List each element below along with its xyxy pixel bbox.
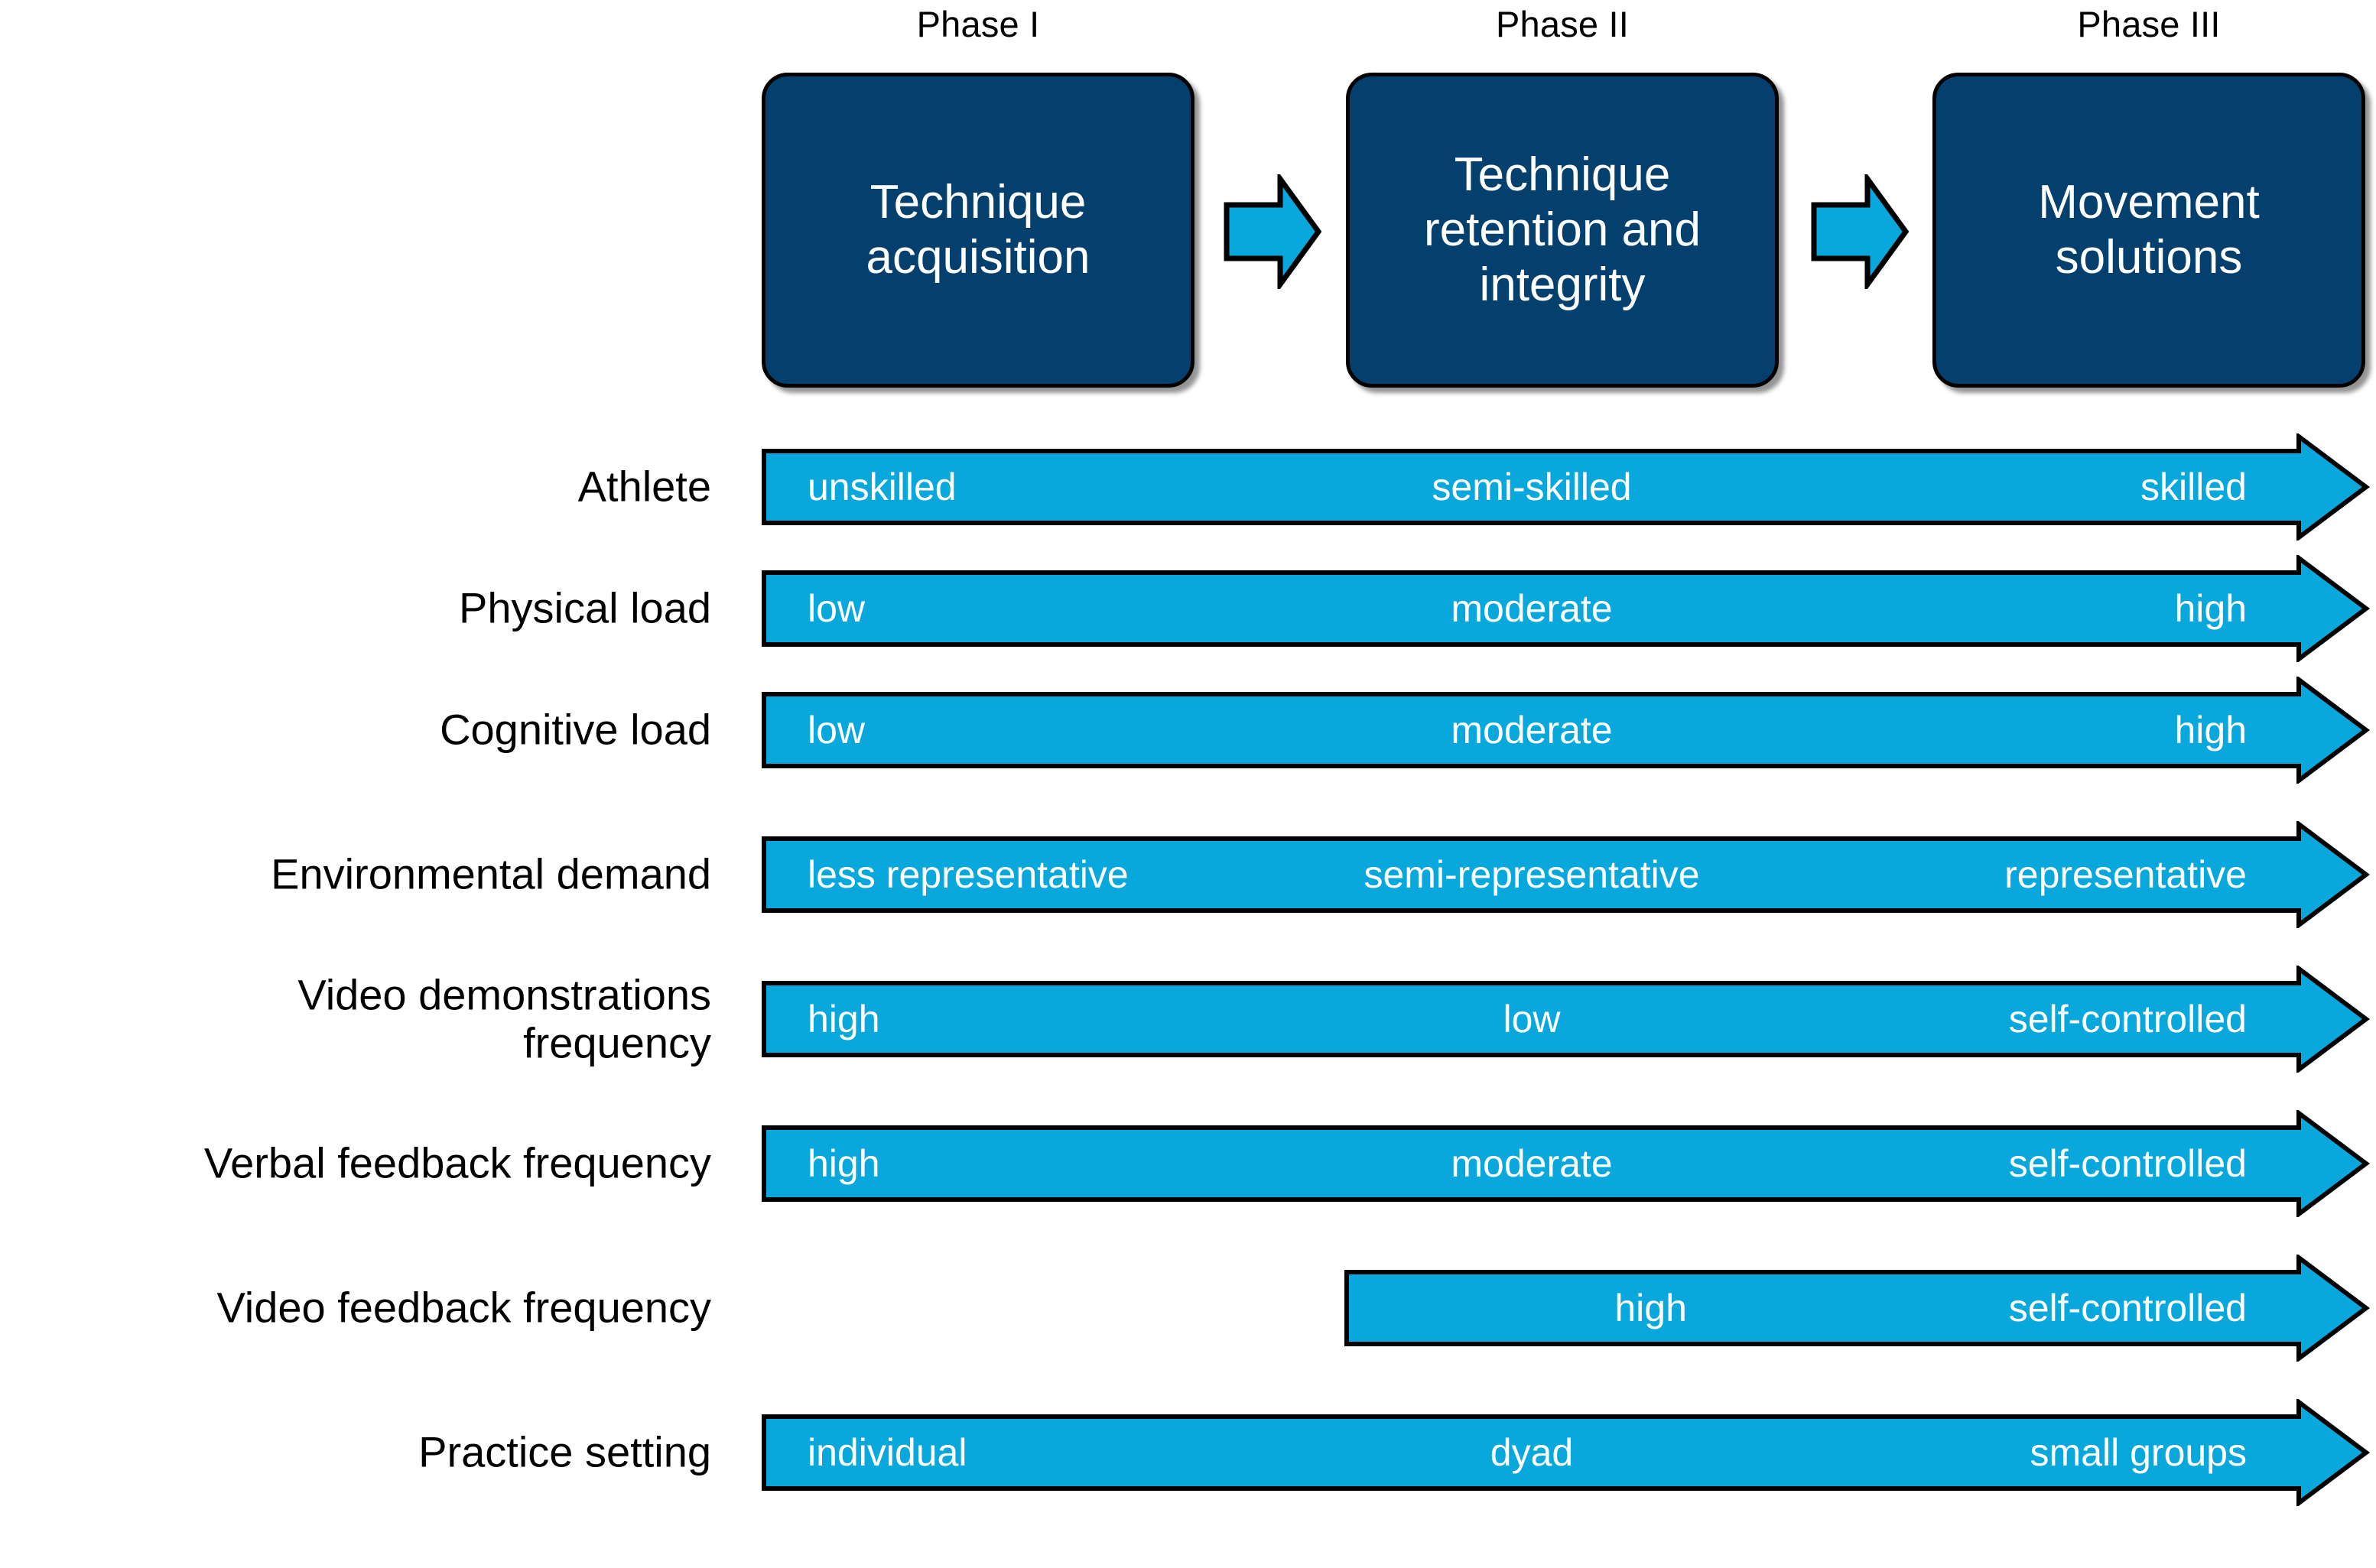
measure-row-cognitive-load: Cognitive load low moderate high [0, 677, 2376, 784]
row-label-cognitive-load: Cognitive load [440, 705, 711, 754]
arrow-phase1-to-phase2-icon [1224, 174, 1321, 289]
row-label-environmental-demand: Environmental demand [271, 849, 711, 898]
row-arrow-video-feedback-frequency[interactable] [1344, 1255, 2370, 1362]
row-arrow-environmental-demand[interactable] [762, 821, 2370, 928]
row-arrow-practice-setting[interactable] [762, 1399, 2370, 1506]
row-arrow-athlete[interactable] [762, 433, 2370, 541]
phase-caption-3: Phase III [2077, 4, 2221, 44]
arrow-phase2-to-phase3-icon [1811, 174, 1909, 289]
phase-caption-2: Phase II [1495, 4, 1630, 44]
row-arrow-cognitive-load[interactable] [762, 677, 2370, 784]
measure-row-physical-load: Physical load low moderate high [0, 555, 2376, 662]
measure-row-verbal-feedback-frequency: Verbal feedback frequency high moderate … [0, 1110, 2376, 1217]
measure-row-environmental-demand: Environmental demand less representative… [0, 821, 2376, 928]
measure-row-video-feedback-frequency: Video feedback frequency high self-contr… [0, 1255, 2376, 1362]
phase-caption-1: Phase I [916, 4, 1040, 44]
row-label-practice-setting: Practice setting [418, 1427, 711, 1476]
row-label-athlete: Athlete [577, 462, 711, 511]
row-arrow-verbal-feedback-frequency[interactable] [762, 1110, 2370, 1217]
measure-row-practice-setting: Practice setting individual dyad small g… [0, 1399, 2376, 1506]
row-label-physical-load: Physical load [459, 583, 711, 632]
row-label-verbal-feedback-frequency: Verbal feedback frequency [203, 1138, 711, 1187]
row-arrow-video-demonstrations-frequency[interactable] [762, 966, 2370, 1073]
measure-row-athlete: Athlete unskilled semi-skilled skilled [0, 433, 2376, 541]
row-arrow-physical-load[interactable] [762, 555, 2370, 662]
row-label-video-feedback-frequency: Video feedback frequency [216, 1283, 711, 1332]
